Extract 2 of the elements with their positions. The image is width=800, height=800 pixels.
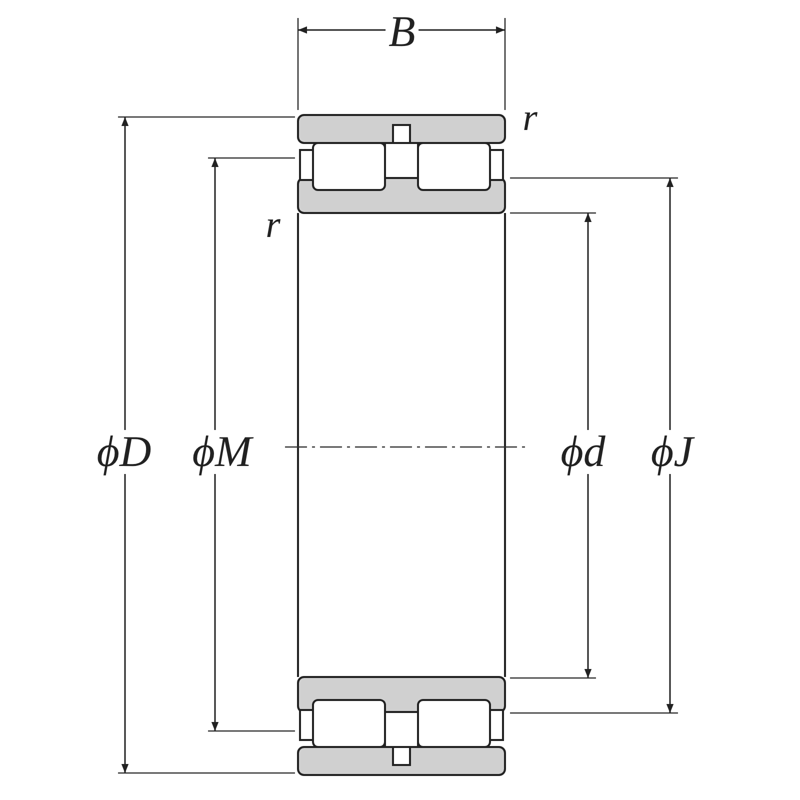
radius-label: r (522, 99, 538, 137)
radius-label: r (264, 206, 282, 244)
